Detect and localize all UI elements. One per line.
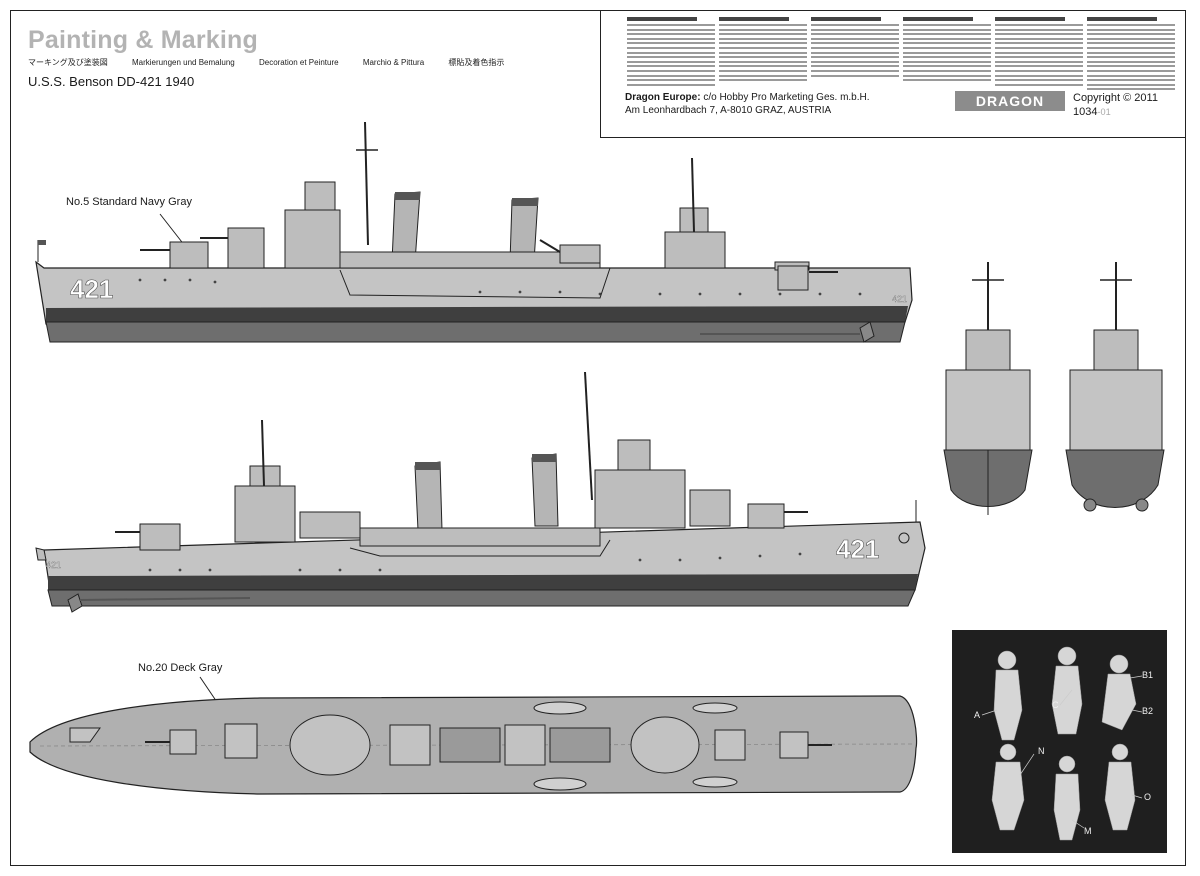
figure-label-a: A xyxy=(974,710,981,720)
title-chinese: 標貼及着色指示 xyxy=(448,58,505,67)
figure-label-o: O xyxy=(1144,792,1152,802)
title-japanese: マーキング及び塗装図 xyxy=(28,58,108,67)
distributor-address: Dragon Europe: c/o Hobby Pro Marketing G… xyxy=(625,91,870,117)
page-title: Painting & Marking xyxy=(28,26,259,54)
figure-label-n: N xyxy=(1038,746,1045,756)
language-titles: マーキング及び塗装図 Markierungen und Bemalung Dec… xyxy=(28,57,526,68)
figure-label-m: M xyxy=(1084,826,1092,836)
instruction-column-french xyxy=(995,17,1083,93)
stern-view xyxy=(1065,262,1165,512)
instruction-column-german xyxy=(811,17,899,93)
sheet-border xyxy=(10,10,1186,866)
kit-code-suffix: -01 xyxy=(1097,107,1111,117)
address-company: Dragon Europe: xyxy=(625,92,701,103)
title-german: Markierungen und Bemalung xyxy=(132,58,235,67)
port-profile xyxy=(35,371,926,613)
ship-subject: U.S.S. Benson DD-421 1940 xyxy=(28,74,195,89)
instruction-column-chinese xyxy=(1087,17,1175,93)
crew-figures xyxy=(981,646,1143,841)
title-french: Decoration et Peinture xyxy=(258,58,339,67)
figure-label-b2: B2 xyxy=(1142,706,1154,716)
deck-plan xyxy=(29,695,918,795)
crew-figures-panel: A C B1 B2 N M O xyxy=(952,630,1167,853)
leader-navy-gray xyxy=(159,213,186,247)
copyright-text: Copyright © 2011 xyxy=(1073,92,1158,104)
dragon-logo: DRAGON xyxy=(955,91,1065,111)
hull-number-starboard: 421 xyxy=(70,274,113,304)
starboard-profile xyxy=(35,121,913,343)
callout-navy-gray: No.5 Standard Navy Gray xyxy=(66,196,192,208)
instruction-box: Dragon Europe: c/o Hobby Pro Marketing G… xyxy=(600,10,1186,138)
instruction-column-spanish xyxy=(903,17,991,93)
instruction-column-english xyxy=(719,17,807,93)
address-street: Am Leonhardbach 7, A-8010 GRAZ, AUSTRIA xyxy=(625,105,832,116)
figure-label-b1: B1 xyxy=(1142,670,1154,680)
callout-deck-gray: No.20 Deck Gray xyxy=(138,662,223,674)
address-company-rest: c/o Hobby Pro Marketing Ges. m.b.H. xyxy=(700,92,870,103)
stern-number-starboard: 421 xyxy=(892,294,907,304)
hull-number-port: 421 xyxy=(836,534,879,564)
instruction-column-japanese xyxy=(627,17,715,93)
stern-number-port: 421 xyxy=(46,560,61,570)
copyright-block: Copyright © 2011 1034-01 xyxy=(1073,91,1158,119)
kit-code: 1034 xyxy=(1073,106,1098,118)
figure-label-c: C xyxy=(1052,700,1059,710)
title-italian: Marchio & Pittura xyxy=(362,58,425,67)
bow-view xyxy=(943,262,1033,515)
